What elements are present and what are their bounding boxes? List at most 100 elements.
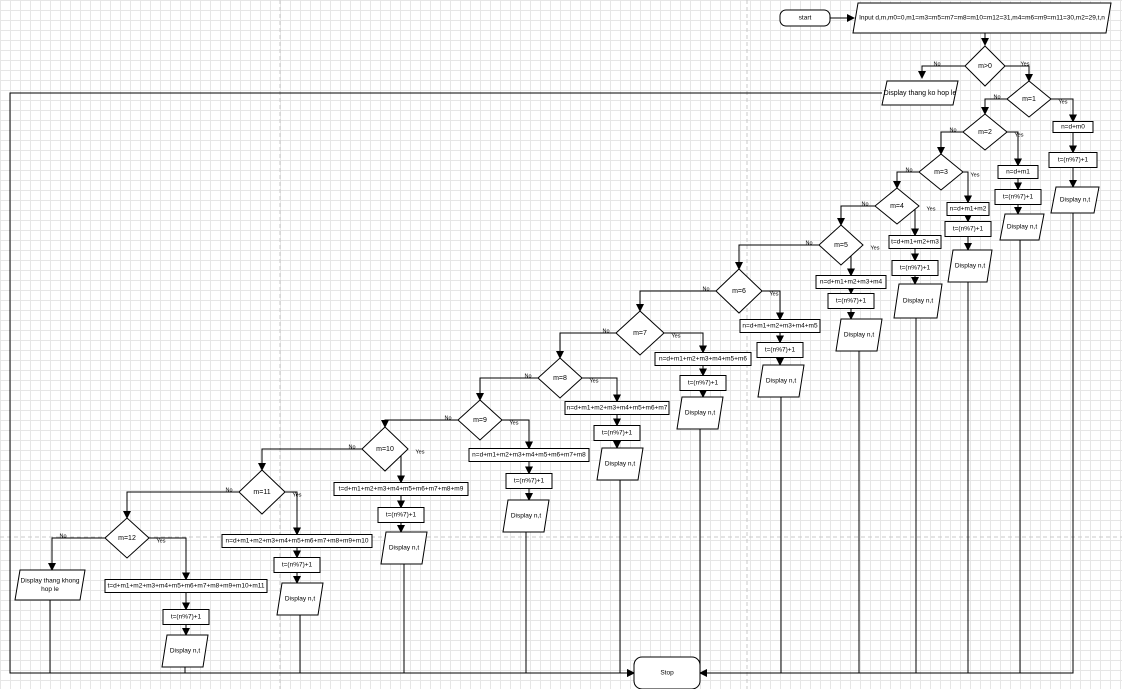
display-output-label: Display n,t [903, 298, 934, 305]
day-sum-process-label: n=d+m1+m2 [950, 206, 987, 213]
weekday-process[interactable]: t=(n%7)+1 [273, 557, 321, 573]
connector-line [1007, 131, 1022, 167]
decision-shape [457, 399, 503, 441]
weekday-process[interactable]: t=(n%7)+1 [944, 221, 992, 237]
day-sum-process[interactable]: n=d+m1+m2+m3+m4+m5+m6 [654, 352, 752, 366]
weekday-process[interactable]: t=(n%7)+1 [1048, 152, 1098, 168]
day-sum-process-label: n=d+m1+m2+m3+m4+m5+m6+m7+m8+m9+m10 [226, 538, 369, 545]
yes-label: Yes [157, 538, 166, 544]
day-sum-process[interactable]: t=d+m1+m2+m3+m4+m5+m6+m7+m8+m9 [333, 482, 469, 496]
yes-label: Yes [927, 206, 936, 212]
day-sum-process-label: n=d+m1+m2+m3+m4+m5 [742, 323, 818, 330]
day-sum-process-shape [1052, 121, 1094, 133]
day-sum-process[interactable]: n=d+m1 [997, 165, 1039, 179]
day-sum-process[interactable]: n=d+m1+m2+m3+m4+m5+m6+m7+m8 [468, 448, 590, 462]
weekday-process[interactable]: t=(n%7)+1 [377, 507, 425, 523]
decision-shape [874, 187, 920, 225]
day-sum-process-shape [564, 401, 670, 415]
input-node-shape [852, 2, 1112, 34]
weekday-process-label: t=(n%7)+1 [386, 512, 417, 519]
day-sum-process[interactable]: t=d+m1+m2+m3+m4+m5+m6+m7+m8+m9+m10+m11 [104, 579, 268, 593]
invalid-month-output[interactable]: Display thang ko hop le [881, 80, 959, 106]
connector-line [502, 419, 533, 450]
connector-line [963, 171, 972, 204]
decision-label: m=11 [253, 489, 270, 496]
display-output[interactable]: Display n,t [596, 447, 644, 481]
decision-label: m=5 [834, 242, 848, 249]
weekday-process[interactable]: t=(n%7)+1 [593, 425, 641, 441]
display-output[interactable]: Display n,t [757, 364, 805, 398]
day-sum-process[interactable]: n=d+m0 [1052, 121, 1094, 133]
day-sum-process[interactable]: t=d+m1+m2+m3 [888, 235, 942, 249]
weekday-process-shape [756, 342, 804, 358]
weekday-process[interactable]: t=(n%7)+1 [994, 189, 1042, 205]
display-output[interactable]: Display n,t [1050, 186, 1100, 214]
day-sum-process[interactable]: n=d+m1+m2+m3+m4+m5 [739, 319, 821, 333]
display-output[interactable]: Display n,t [893, 283, 943, 319]
day-sum-process-label: n=d+m1+m2+m3+m4+m5+m6 [659, 356, 747, 363]
display-output[interactable]: Display n,t [502, 499, 550, 533]
day-sum-process[interactable]: n=d+m1+m2+m3+m4+m5+m6+m7 [564, 401, 670, 415]
day-sum-process-label: n=d+m0 [1061, 124, 1085, 131]
display-output[interactable]: Display n,t [380, 531, 428, 565]
stop-node-label: Stop [660, 670, 674, 677]
no-label: No [59, 533, 66, 539]
display-output-label: Display n,t [285, 596, 316, 603]
weekday-process[interactable]: t=(n%7)+1 [505, 473, 553, 489]
connector-line [525, 532, 634, 674]
weekday-process-label: t=(n%7)+1 [602, 430, 633, 437]
weekday-process[interactable]: t=(n%7)+1 [827, 293, 875, 309]
day-sum-process[interactable]: n=d+m1+m2+m3+m4+m5+m6+m7+m8+m9+m10 [221, 534, 373, 548]
day-sum-process[interactable]: n=d+m1+m2+m3+m4 [815, 275, 887, 289]
display-output[interactable]: Display n,t [161, 634, 209, 668]
display-output[interactable]: Display n,t [999, 213, 1045, 241]
decision-diamond[interactable]: m=11 [238, 469, 286, 515]
connector-line [48, 537, 105, 571]
display-output[interactable]: Display n,t [276, 582, 324, 616]
display-output-shape [999, 213, 1045, 241]
decision-diamond[interactable]: m=9 [457, 399, 503, 441]
display-output-shape [380, 531, 428, 565]
no-label: No [702, 286, 709, 292]
connector-line [149, 537, 190, 581]
decision-diamond[interactable]: m=3 [918, 153, 964, 191]
decision-diamond[interactable]: m=6 [715, 268, 763, 314]
decision-shape [104, 517, 150, 559]
input-node[interactable]: Input d,m,m0=0,m1=m3=m5=m7=m8=m10=m12=31… [852, 2, 1112, 34]
decision-diamond[interactable]: m=7 [615, 310, 665, 356]
decision-diamond[interactable]: m>0 [964, 45, 1006, 87]
decision-diamond[interactable]: m=2 [962, 113, 1008, 151]
day-sum-process-shape [221, 534, 373, 548]
decision-shape [715, 268, 763, 314]
display-output[interactable]: Display n,t [835, 318, 883, 352]
start-node[interactable]: start [779, 9, 831, 27]
weekday-process[interactable]: t=(n%7)+1 [679, 375, 727, 391]
weekday-process-label: t=(n%7)+1 [1058, 157, 1089, 164]
weekday-process-shape [377, 507, 425, 523]
decision-diamond[interactable]: m=5 [818, 224, 864, 266]
decision-diamond[interactable]: m=12 [104, 517, 150, 559]
connector-line [258, 448, 362, 471]
decision-diamond[interactable]: m=1 [1006, 80, 1052, 118]
stop-node[interactable]: Stop [633, 656, 701, 689]
display-output[interactable]: Display n,t [676, 396, 724, 430]
display-output-shape [893, 283, 943, 319]
display-output-label: Display n,t [1060, 197, 1091, 204]
day-sum-process-shape [104, 579, 268, 593]
decision-diamond[interactable]: m=4 [874, 187, 920, 225]
weekday-process[interactable]: t=(n%7)+1 [891, 260, 939, 276]
display-output-label: Display n,t [389, 545, 420, 552]
decision-diamond[interactable]: m=8 [537, 357, 583, 399]
connector-line [700, 318, 917, 674]
connector-line [123, 491, 239, 519]
display-output-label: Display n,t [605, 461, 636, 468]
weekday-process[interactable]: t=(n%7)+1 [756, 342, 804, 358]
connector-line [556, 332, 616, 359]
decision-diamond[interactable]: m=10 [361, 426, 409, 472]
weekday-process[interactable]: t=(n%7)+1 [162, 609, 210, 625]
invalid-month-output-shape [881, 80, 959, 106]
display-output[interactable]: Display n,t [947, 249, 993, 283]
day-sum-process[interactable]: n=d+m1+m2 [946, 202, 990, 216]
connector-line [285, 491, 301, 536]
